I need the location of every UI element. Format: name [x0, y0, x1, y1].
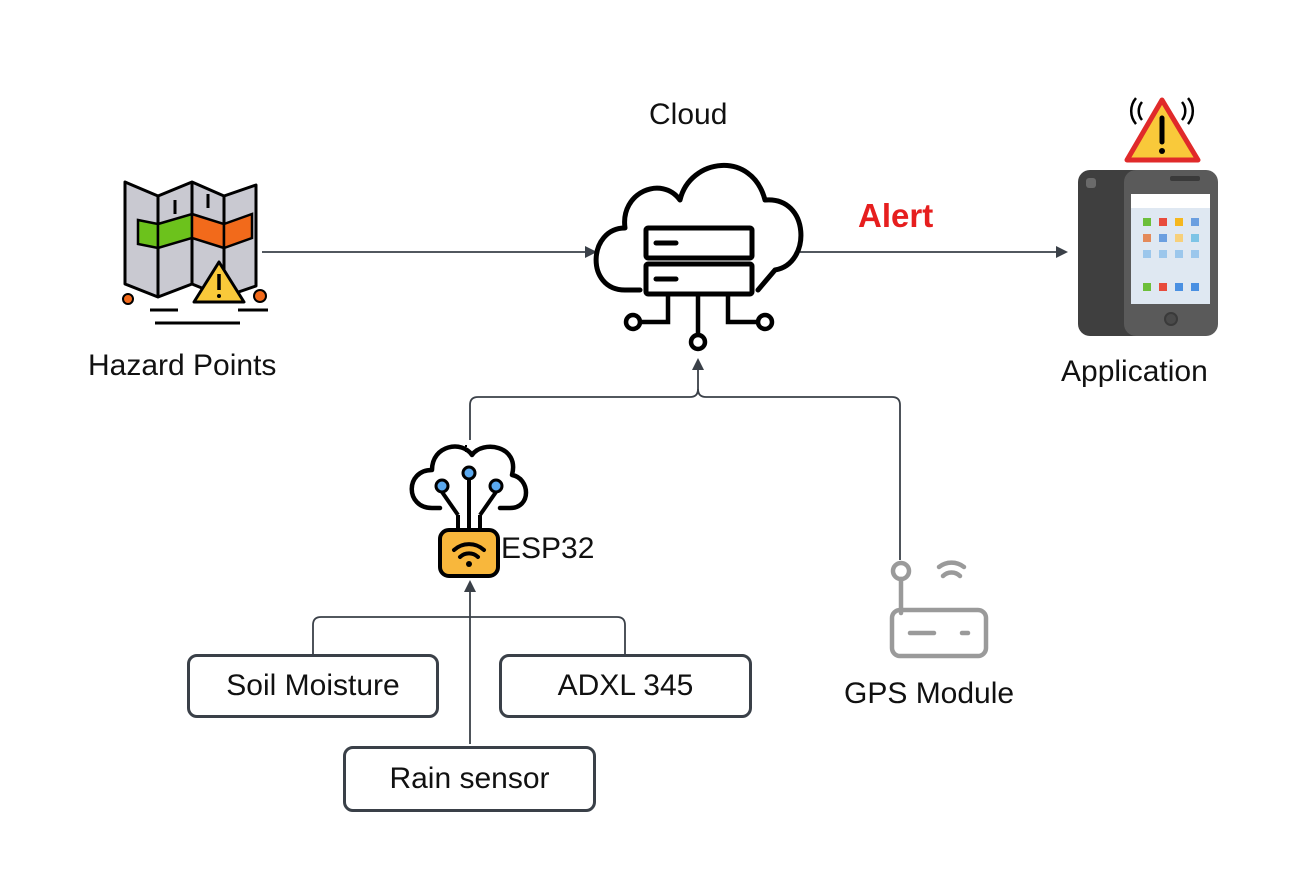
soil-moisture-label: Soil Moisture [226, 669, 400, 702]
cloud-label: Cloud [649, 98, 728, 131]
adxl-345-label: ADXL 345 [557, 669, 694, 702]
phone-icon [1078, 170, 1218, 336]
gps-to-cloud-connector [697, 388, 901, 560]
adxl-345-box: ADXL 345 [499, 654, 752, 718]
esp32-icon [409, 443, 529, 578]
gps-router-icon [889, 560, 989, 659]
phone-app-tiles [1143, 218, 1199, 291]
hazard-points-label: Hazard Points [88, 349, 277, 382]
hazard-map-icon [122, 180, 268, 325]
soil-moisture-box: Soil Moisture [187, 654, 439, 718]
esp32-label: ESP32 [501, 532, 595, 565]
gps-module-label: GPS Module [844, 677, 1015, 710]
esp32-to-cloud-connector [469, 388, 699, 440]
application-label: Application [1061, 355, 1208, 388]
alert-label: Alert [858, 197, 934, 234]
rain-sensor-box: Rain sensor [343, 746, 596, 812]
warning-icon [1124, 97, 1201, 163]
rain-sensor-label: Rain sensor [389, 762, 550, 795]
soil-to-esp32-connector [312, 616, 626, 654]
connectors [262, 246, 1068, 744]
cloud-server-icon [593, 162, 804, 352]
